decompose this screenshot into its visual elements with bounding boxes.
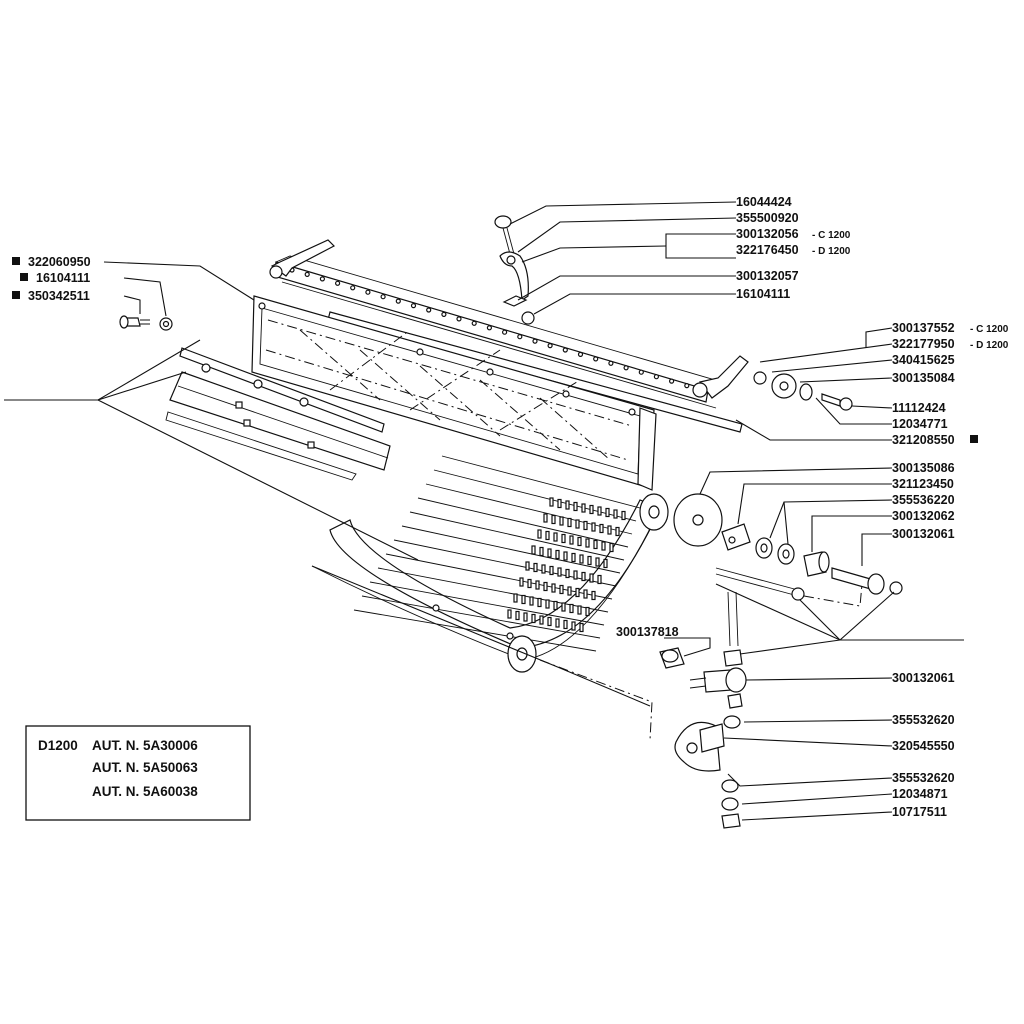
callout-c21: 300132061 — [892, 527, 955, 541]
callout-c12: 340415625 — [892, 353, 955, 367]
applicability-model: D1200 — [38, 738, 78, 753]
applicability-box: D1200 AUT. N. 5A30006 AUT. N. 5A50063 AU… — [25, 725, 251, 821]
callout-c4: 322176450 — [736, 243, 799, 257]
callout-c24: 355532620 — [892, 713, 955, 727]
callout-c26: 355532620 — [892, 771, 955, 785]
callout-c19: 355536220 — [892, 493, 955, 507]
callout-c9: 350342511 — [28, 289, 90, 303]
callout-c7: 322060950 — [28, 255, 91, 269]
applicability-line-2: AUT. N. 5A50063 — [92, 760, 198, 775]
callout-c22: 300137818 — [616, 625, 679, 639]
callout-c18: 321123450 — [892, 477, 954, 491]
callout-c16: 321208550 — [892, 433, 955, 447]
square-markers — [12, 257, 978, 443]
callout-c20: 300132062 — [892, 509, 955, 523]
callout-c5: 300132057 — [736, 269, 799, 283]
callout-c27: 12034871 — [892, 787, 948, 801]
hook-assembly — [494, 215, 535, 325]
square-marker-c16 — [970, 435, 978, 443]
square-marker-c8 — [20, 273, 28, 281]
callout-c8: 16104111 — [36, 271, 90, 285]
callout-c6: 16104111 — [736, 287, 790, 301]
left-screw-nut — [119, 315, 173, 331]
callout-c17: 300135086 — [892, 461, 955, 475]
callout-c10-suffix: - C 1200 — [970, 324, 1009, 335]
square-marker-c9 — [12, 291, 20, 299]
square-marker-c7 — [12, 257, 20, 265]
callout-c2: 355500920 — [736, 211, 799, 225]
part-callouts: 16044424 355500920 300132056 - C 1200 32… — [28, 195, 1009, 819]
leader-lines — [4, 201, 964, 821]
callout-c4-suffix: - D 1200 — [812, 246, 851, 257]
callout-c11-suffix: - D 1200 — [970, 340, 1009, 351]
callout-c28: 10717511 — [892, 805, 947, 819]
curved-grate — [311, 455, 669, 673]
upper-perforated-bar — [269, 239, 749, 409]
callout-c23: 300132061 — [892, 671, 955, 685]
callout-c14: 11112424 — [892, 401, 946, 415]
callout-c3-suffix: - C 1200 — [812, 230, 851, 241]
callout-c15: 12034771 — [892, 417, 948, 431]
callout-c25: 320545550 — [892, 739, 955, 753]
applicability-line-1: AUT. N. 5A30006 — [92, 738, 198, 753]
callout-c13: 300135084 — [892, 371, 955, 385]
window-frame — [251, 295, 657, 491]
callout-c3: 300132056 — [736, 227, 799, 241]
left-angle-profile — [165, 347, 391, 481]
applicability-line-3: AUT. N. 5A60038 — [92, 784, 198, 799]
right-middle-hardware — [673, 493, 903, 607]
right-lower-hardware — [539, 591, 747, 829]
callout-c11: 322177950 — [892, 337, 955, 351]
right-upper-hardware — [753, 371, 853, 411]
callout-c1: 16044424 — [736, 195, 792, 209]
callout-c10: 300137552 — [892, 321, 955, 335]
